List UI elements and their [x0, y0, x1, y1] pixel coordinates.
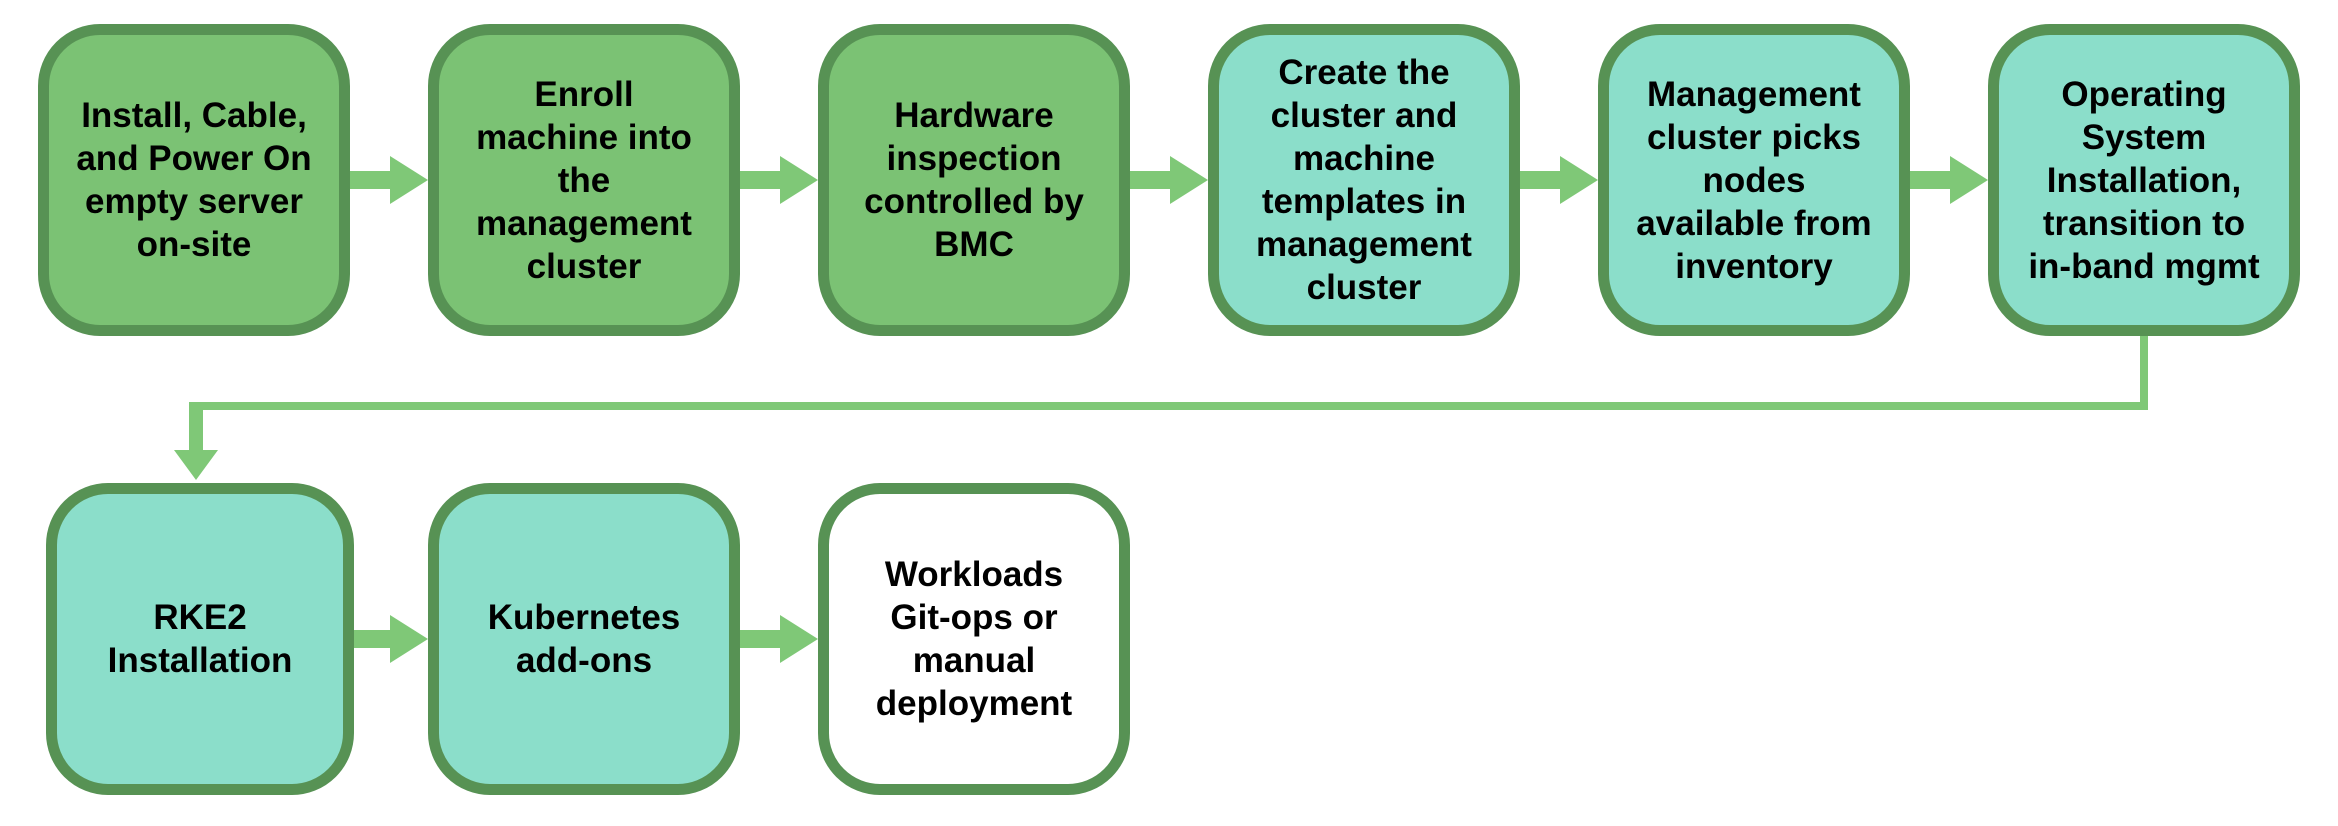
flow-node-rke2-installation: RKE2 Installation	[46, 483, 354, 795]
node-text-line: the	[557, 160, 611, 200]
node-text-line: BMC	[934, 225, 1014, 264]
connector-line-vertical	[2140, 336, 2148, 410]
flow-arrow-right-icon	[354, 615, 428, 663]
node-text-line: Create the	[1278, 53, 1450, 92]
node-text-line: inspection	[886, 139, 1062, 178]
arrow-shaft	[354, 630, 390, 648]
node-text-line: Installation	[107, 641, 293, 680]
node-text-line: manual	[912, 641, 1036, 680]
node-text-line: Kubernetes	[487, 598, 681, 637]
node-text-line: Enroll	[534, 74, 634, 114]
node-text-line: cluster picks	[1647, 117, 1861, 157]
flow-node-workloads-deployment: Workloads Git-ops or manual deployment	[818, 483, 1130, 795]
node-text-line: System	[2081, 117, 2207, 157]
arrow-shaft	[350, 171, 390, 189]
node-text-line: in-band mgmt	[2028, 246, 2260, 286]
flow-node-create-cluster-templates: Create the cluster and machine templates…	[1208, 24, 1520, 336]
node-text-line: management	[476, 203, 692, 243]
node-text-line: Management	[1647, 74, 1861, 114]
flow-arrow-right-icon	[740, 156, 818, 204]
node-text-line: inventory	[1675, 246, 1833, 286]
arrow-shaft	[740, 171, 780, 189]
arrow-head	[390, 156, 428, 204]
flow-arrow-right-icon	[1520, 156, 1598, 204]
flow-arrow-down-shaft	[189, 402, 203, 452]
arrow-shaft	[1910, 171, 1950, 189]
flow-node-enroll-machine: Enroll machine into the management clust…	[428, 24, 740, 336]
flow-arrow-down-icon	[174, 450, 218, 480]
flow-arrow-right-icon	[350, 156, 428, 204]
node-text-line: nodes	[1702, 160, 1806, 200]
node-text-line: add-ons	[515, 641, 653, 680]
node-text-line: and Power On	[76, 139, 312, 178]
node-text-line: controlled by	[864, 182, 1084, 221]
flow-node-management-cluster-picks-nodes: Management cluster picks nodes available…	[1598, 24, 1910, 336]
node-text-line: templates in	[1261, 182, 1467, 221]
flow-arrow-right-icon	[1910, 156, 1988, 204]
node-text-line: cluster	[526, 246, 642, 286]
node-text-line: Git-ops or	[890, 598, 1058, 637]
node-text-line: Workloads	[884, 555, 1064, 594]
node-text-line: management	[1256, 225, 1472, 264]
node-text-line: cluster	[1306, 268, 1422, 307]
connector-line-horizontal	[189, 402, 2148, 410]
flow-arrow-right-icon	[1130, 156, 1208, 204]
arrow-head	[780, 615, 818, 663]
flow-node-install-cable-power-on: Install, Cable, and Power On empty serve…	[38, 24, 350, 336]
arrow-shaft	[1130, 171, 1170, 189]
arrow-head	[390, 615, 428, 663]
node-text-line: on-site	[136, 225, 252, 264]
node-text-line: deployment	[875, 684, 1073, 723]
arrow-head	[1560, 156, 1598, 204]
node-text-line: cluster and	[1270, 96, 1458, 135]
arrow-shaft	[740, 630, 780, 648]
node-text-line: Installation,	[2046, 160, 2242, 200]
flow-arrow-right-icon	[740, 615, 818, 663]
node-text-line: Operating	[2061, 74, 2227, 114]
node-text-line: Hardware	[894, 96, 1054, 135]
node-text-line: machine into	[476, 117, 692, 157]
arrow-head	[1950, 156, 1988, 204]
node-text-line: RKE2	[153, 598, 247, 637]
node-text-line: transition to	[2042, 203, 2246, 243]
flow-node-hardware-inspection: Hardware inspection controlled by BMC	[818, 24, 1130, 336]
arrow-shaft	[1520, 171, 1560, 189]
node-text-line: Install, Cable,	[81, 96, 307, 135]
arrow-head	[1170, 156, 1208, 204]
flow-node-os-installation: Operating System Installation, transitio…	[1988, 24, 2300, 336]
node-text-line: available from	[1636, 203, 1872, 243]
node-text-line: machine	[1293, 139, 1435, 178]
arrow-head	[780, 156, 818, 204]
flow-node-kubernetes-addons: Kubernetes add-ons	[428, 483, 740, 795]
node-text-line: empty server	[85, 182, 303, 221]
